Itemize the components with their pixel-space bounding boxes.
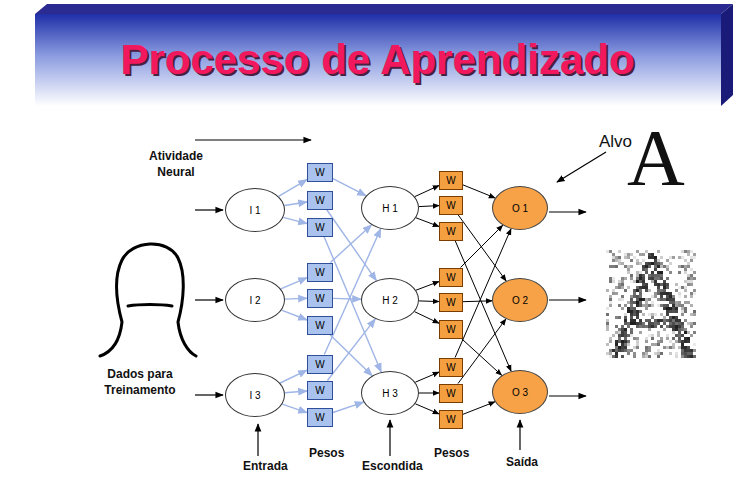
weight-connection [463, 300, 492, 302]
weight-box: W [307, 289, 333, 308]
weight-connection [284, 202, 307, 206]
annotation-label: Atividade Neural [136, 148, 216, 180]
weight-connection [461, 225, 503, 267]
node-text: W [315, 359, 324, 370]
node-text: W [446, 362, 455, 373]
annotation-label: Pesos [309, 445, 344, 461]
weight-box: W [439, 410, 463, 429]
weight-connection [327, 319, 375, 381]
weight-connection [280, 370, 307, 383]
weight-box: W [439, 358, 463, 377]
output-neuron: O 2 [492, 278, 548, 322]
weight-connection [463, 185, 495, 198]
annotation-label: Entrada [243, 458, 288, 474]
annotation-label: Pesos [434, 445, 469, 461]
weight-connection [463, 402, 495, 415]
weight-connection [415, 186, 439, 197]
target-letter: A [627, 118, 685, 198]
weight-box: W [307, 316, 333, 335]
annotation-label: Saída [506, 454, 538, 470]
weight-box: W [307, 408, 333, 427]
node-text: W [446, 175, 455, 186]
node-text: W [315, 167, 324, 178]
node-text: W [315, 320, 324, 331]
node-text: W [446, 226, 455, 237]
weight-connection [415, 312, 439, 324]
node-text: W [446, 388, 455, 399]
weight-box: W [439, 196, 463, 215]
output-neuron: O 1 [492, 186, 548, 230]
banner-top [35, 4, 733, 14]
node-text: W [446, 272, 455, 283]
weight-connection [419, 300, 439, 302]
weight-connection [415, 404, 439, 414]
weight-box: W [439, 293, 463, 312]
weight-box: W [439, 384, 463, 403]
weight-connection [419, 393, 439, 394]
output-neuron: O 3 [492, 370, 548, 414]
title-banner [35, 14, 721, 106]
node-text: W [315, 222, 324, 233]
input-neuron: I 3 [225, 373, 285, 417]
weight-connection [415, 372, 439, 382]
weight-connection [282, 404, 307, 412]
weight-box: W [439, 171, 463, 190]
weight-connection [419, 206, 439, 207]
weight-connection [285, 391, 307, 393]
weight-box: W [307, 163, 333, 182]
node-text: I 1 [249, 205, 260, 216]
node-text: W [315, 412, 324, 423]
node-text: W [446, 324, 455, 335]
input-neuron: I 2 [225, 278, 285, 322]
weight-box: W [307, 263, 333, 282]
weight-box: W [307, 381, 333, 400]
weight-connection [458, 215, 506, 281]
weight-box: W [439, 268, 463, 287]
node-text: W [315, 267, 324, 278]
node-text: I 2 [249, 295, 260, 306]
noisy-output-image [606, 250, 696, 358]
node-text: W [446, 200, 455, 211]
weight-connection [285, 298, 307, 300]
weight-connection [333, 402, 364, 412]
weight-connection [416, 218, 439, 227]
weight-box: W [307, 355, 333, 374]
node-text: O 1 [512, 203, 528, 214]
weight-connection [333, 179, 366, 196]
hidden-neuron: H 3 [361, 371, 419, 415]
node-text: W [315, 293, 324, 304]
node-text: W [446, 414, 455, 425]
weight-connection [458, 319, 506, 384]
node-text: I 3 [249, 390, 260, 401]
node-text: O 3 [512, 387, 528, 398]
node-text: H 3 [382, 388, 398, 399]
weight-connection [281, 278, 307, 289]
input-neuron: I 1 [225, 188, 285, 232]
annotation-label: Dados para Treinamento [90, 366, 190, 398]
head-outline [100, 244, 196, 356]
weight-box: W [307, 218, 333, 237]
weight-box: W [439, 320, 463, 339]
hidden-neuron: H 1 [361, 186, 419, 230]
node-text: W [315, 385, 324, 396]
weight-box: W [307, 191, 333, 210]
weight-connection [282, 310, 307, 320]
weight-connection [333, 298, 361, 300]
node-text: W [446, 297, 455, 308]
node-text: H 1 [382, 203, 398, 214]
hidden-neuron: H 2 [361, 278, 419, 322]
title: Processo de Aprendizado [35, 36, 720, 84]
weight-connection [330, 225, 371, 263]
weight-box: W [439, 222, 463, 241]
weight-connection [279, 180, 308, 197]
layout-arrows [195, 140, 606, 456]
banner-side [721, 4, 733, 106]
weight-connection [461, 339, 501, 376]
annotation-label: Escondida [362, 458, 423, 474]
node-text: W [315, 195, 324, 206]
node-text: H 2 [382, 295, 398, 306]
weight-connection [416, 282, 439, 291]
weight-connection [283, 217, 307, 223]
node-text: O 2 [512, 295, 528, 306]
